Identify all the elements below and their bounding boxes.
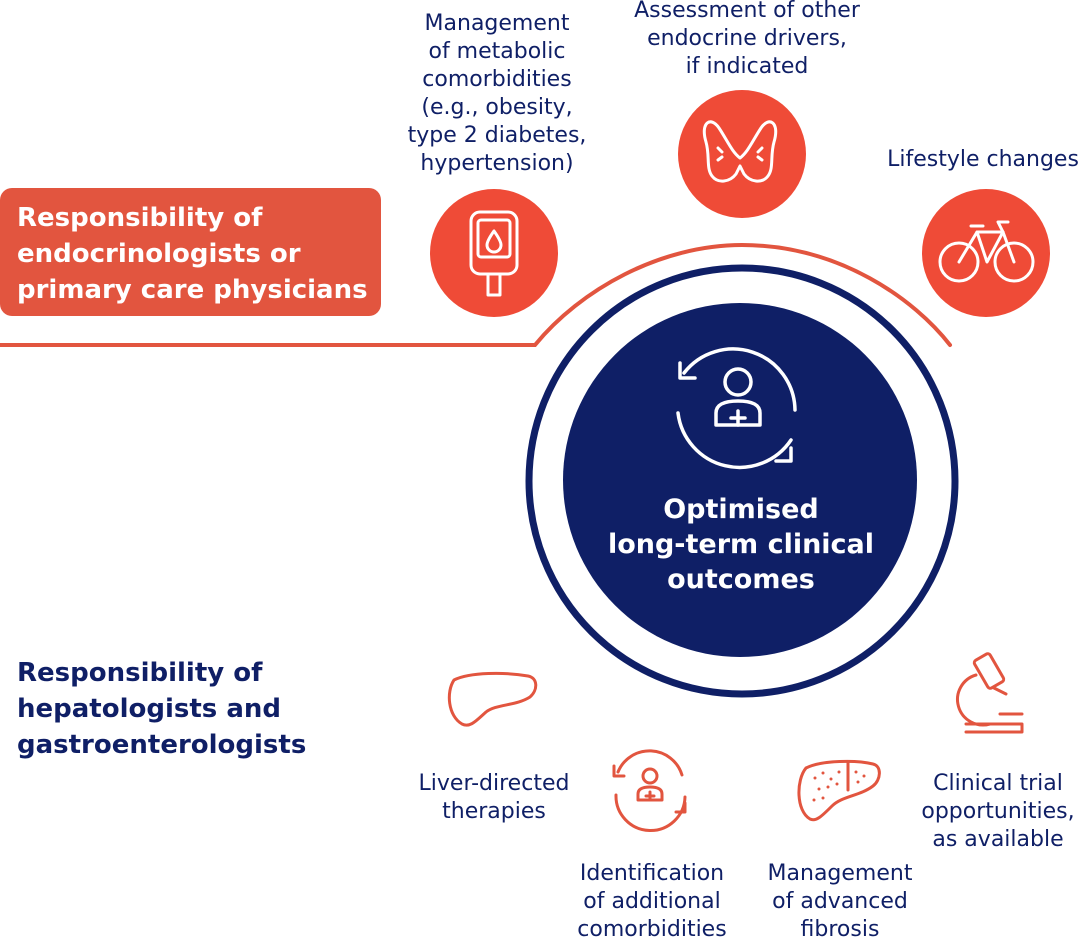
patient-cycle-icon: [612, 749, 687, 832]
endocrinology-label-text: Responsibility of endocrinologists or pr…: [17, 203, 368, 305]
microscope-icon: [956, 652, 1024, 734]
metabolic-comorbidities-text: Management of metabolic comorbidities (e…: [407, 11, 587, 176]
endocrinology-connector-line: [0, 242, 952, 347]
lifestyle-changes-text: Lifestyle changes: [887, 147, 1079, 172]
thyroid-circle: [678, 90, 806, 218]
bicycle-circle: [922, 189, 1050, 317]
liver-directed-therapies-text: Liver-directed therapies: [418, 771, 570, 824]
patient-cycle-icon: [676, 347, 797, 470]
endocrinology-responsibility-label: Responsibility of endocrinologists or pr…: [0, 188, 381, 316]
center-outcomes-text: Optimised long-term clinical outcomes: [607, 494, 875, 595]
center-outer-ring: [525, 264, 959, 698]
liver-icon: [447, 671, 538, 727]
center-circle: [563, 303, 917, 657]
clinical-trial-text: Clinical trial opportunities, as availab…: [921, 771, 1075, 852]
advanced-fibrosis-text: Management of advanced fibrosis: [767, 861, 913, 942]
bicycle-icon: [938, 220, 1035, 283]
glucose-meter-icon: [469, 210, 519, 297]
endocrine-drivers-text: Assessment of other endocrine drivers, i…: [634, 0, 860, 79]
hepatology-responsibility-label: Responsibility of hepatologists and gast…: [17, 658, 307, 760]
additional-comorbidities-text: Identification of additional comorbiditi…: [577, 861, 727, 942]
fibrotic-liver-icon: [797, 759, 881, 822]
thyroid-icon: [702, 120, 778, 183]
